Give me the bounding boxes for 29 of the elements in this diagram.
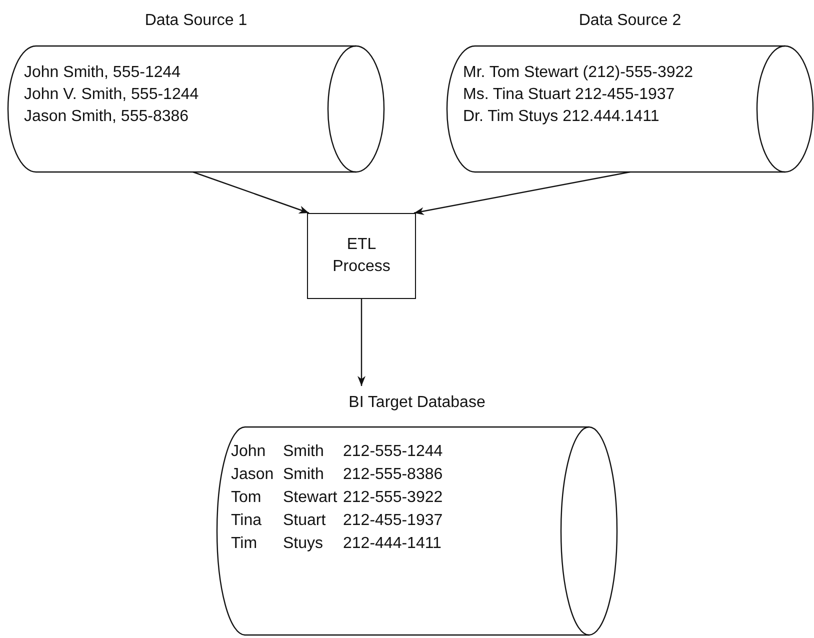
database-title: Data Source 2 [578,11,682,31]
table-cell-text: Stuart [283,511,326,531]
record-text: John Smith, 555-1244 [24,63,181,83]
table-cell-text: 212-444-1411 [343,534,442,554]
record-text: Ms. Tina Stuart 212-455-1937 [463,85,675,105]
table-cell-text: Jason [231,465,274,485]
record-text: Jason Smith, 555-8386 [24,107,189,127]
table-cell-text: Smith [283,465,324,485]
record-text: Mr. Tom Stewart (212)-555-3922 [463,63,694,83]
table-cell-text: 212-555-1244 [343,442,443,462]
record-text: Dr. Tim Stuys 212.444.1411 [463,107,660,127]
process-label: ETL Process [332,235,392,277]
record-text: John V. Smith, 555-1244 [24,85,199,105]
table-cell-text: John [231,442,266,462]
database-title: BI Target Database [348,393,486,413]
table-cell-text: Tim [231,534,258,554]
arrow [414,171,630,216]
table-cell-text: 212-455-1937 [343,511,443,531]
table-cell-text: 212-555-3922 [343,488,443,508]
process-box [307,213,416,299]
database-title: Data Source 1 [144,11,248,31]
table-cell-text: 212-555-8386 [343,465,443,485]
table-cell-text: Stewart [283,488,338,508]
table-cell-text: Tom [231,488,262,508]
table-cell-text: Tina [231,511,262,531]
table-cell-text: Smith [283,442,324,462]
arrow [192,171,310,214]
arrow [358,299,366,386]
table-cell-text: Stuys [283,534,324,554]
